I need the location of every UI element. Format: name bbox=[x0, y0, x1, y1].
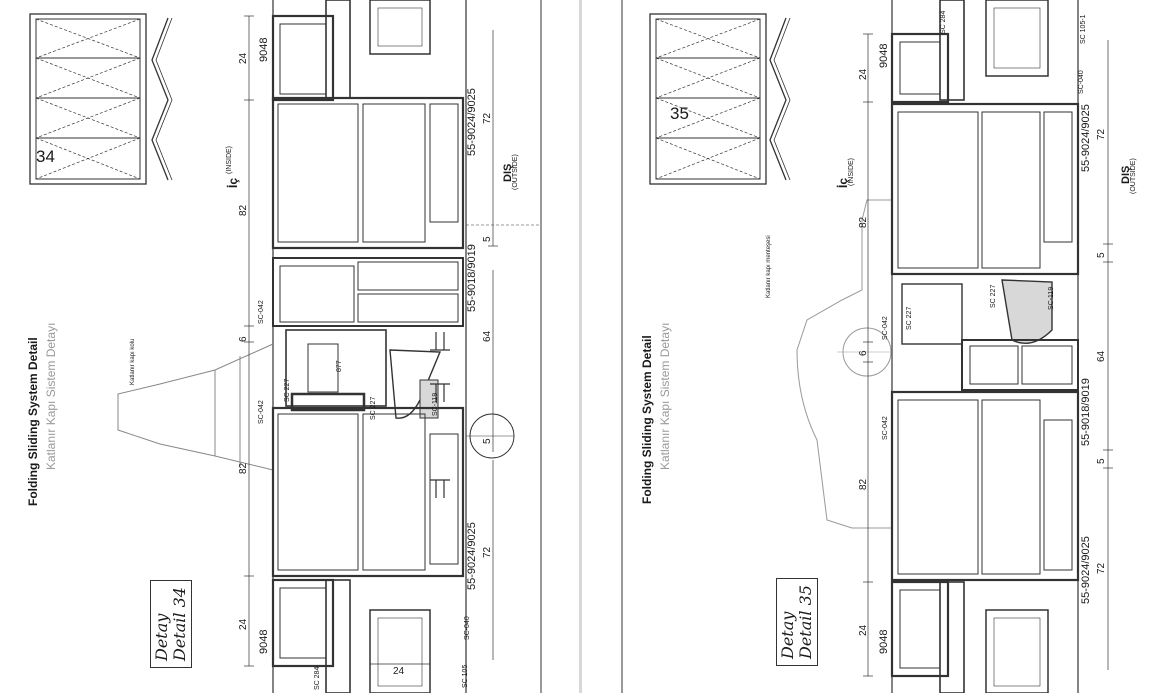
gasket-sc040: SC-040 bbox=[464, 616, 471, 640]
detail-en: Detail 34 bbox=[170, 587, 189, 661]
outside-sub-label: (OUTSIDE) bbox=[1130, 158, 1137, 194]
dim-5-bottom: 5 bbox=[482, 438, 493, 444]
title-english: Folding Sliding System Detail bbox=[640, 335, 654, 504]
thumbnail-number: 34 bbox=[36, 147, 55, 166]
detail-tr: Detay bbox=[778, 611, 797, 659]
dim-24-bottom: 24 bbox=[858, 624, 869, 636]
gasket-sc105: SC 105-1 bbox=[1080, 14, 1087, 44]
gasket-sc105: SC 105 bbox=[462, 664, 469, 688]
gasket-sc227-left: SC 227 bbox=[906, 306, 913, 330]
profile-9018: 55-9018/9019 bbox=[466, 244, 478, 312]
title-english: Folding Sliding System Detail bbox=[26, 337, 40, 506]
title-turkish: Katlanır Kapı Sistem Detayı bbox=[44, 322, 58, 470]
profile-9048-bottom: 9048 bbox=[878, 629, 890, 654]
dim-82-bottom: 82 bbox=[858, 478, 869, 490]
gasket-sc227-right: SC 227 bbox=[370, 396, 377, 420]
drawing-sheet-detail-35: 35 Folding Sliding System Detail Katlanı… bbox=[582, 0, 1158, 693]
dim-72-bottom: 72 bbox=[482, 546, 493, 558]
profile-9018: 55-9018/9019 bbox=[1080, 378, 1092, 446]
profile-9024-bottom: 55-9024/9025 bbox=[466, 522, 478, 590]
handle-label: Katlanır kapı kolu bbox=[130, 338, 136, 385]
gasket-sc119: SC-119 bbox=[1048, 286, 1055, 310]
gasket-sc042-top: SC-042 bbox=[258, 300, 265, 324]
profile-9024-top: 55-9024/9025 bbox=[466, 88, 478, 156]
thumbnail-elevation bbox=[29, 13, 173, 185]
dim-82-bottom: 82 bbox=[238, 462, 249, 474]
title-turkish: Katlanır Kapı Sistem Detayı bbox=[658, 322, 672, 470]
inside-label: İç bbox=[226, 177, 240, 188]
dim-6: 6 bbox=[858, 350, 869, 356]
dim-72-bottom: 72 bbox=[1096, 562, 1107, 574]
drawing-sheet-detail-34: 34 Folding Sliding System Detail Katlanı… bbox=[26, 0, 542, 693]
profile-9048-top: 9048 bbox=[878, 43, 890, 68]
dim-24-top: 24 bbox=[238, 52, 249, 64]
detail-label-box: Detay Detail 35 bbox=[776, 578, 818, 666]
gasket-sc042-top: SC-042 bbox=[882, 316, 889, 340]
profile-9048-top: 9048 bbox=[258, 37, 270, 62]
detail-en: Detail 35 bbox=[796, 585, 815, 659]
thumbnail-number: 35 bbox=[670, 104, 689, 123]
dim-24-bottom: 24 bbox=[238, 618, 249, 630]
gasket-sc284: SC 284 bbox=[314, 666, 321, 690]
dim-5-bottom: 5 bbox=[1096, 458, 1107, 464]
dim-72-top: 72 bbox=[482, 112, 493, 124]
dim-82-top: 82 bbox=[858, 216, 869, 228]
code-877: 877 bbox=[336, 360, 343, 372]
detail-label-box: Detay Detail 34 bbox=[150, 580, 192, 668]
hinge-label: Katlanır kapı menteşesi bbox=[766, 235, 772, 298]
gasket-sc284: SC 284 bbox=[940, 10, 947, 34]
dim-5-top: 5 bbox=[482, 236, 493, 242]
thumbnail-elevation bbox=[649, 13, 791, 185]
dim-82-top: 82 bbox=[238, 204, 249, 216]
detail-tr: Detay bbox=[152, 613, 171, 661]
gasket-sc042-bottom: SC-042 bbox=[882, 416, 889, 440]
dim-5-top: 5 bbox=[1096, 252, 1107, 258]
dim-24-glass: 24 bbox=[393, 666, 405, 677]
outside-sub-label: (OUTSIDE) bbox=[512, 154, 519, 190]
inside-sub-label: (INSIDE) bbox=[848, 158, 855, 186]
dim-64: 64 bbox=[482, 330, 493, 342]
gasket-sc227-left: SC 227 bbox=[284, 378, 291, 402]
dim-6: 6 bbox=[238, 336, 249, 342]
page-gutter bbox=[579, 0, 582, 693]
inside-sub-label: (INSIDE) bbox=[226, 146, 233, 174]
gasket-sc042-bottom: SC-042 bbox=[258, 400, 265, 424]
dim-64: 64 bbox=[1096, 350, 1107, 362]
gasket-sc040: SC-040 bbox=[1078, 70, 1085, 94]
section-drawing-34 bbox=[29, 0, 542, 693]
section-drawing-35 bbox=[621, 0, 1113, 693]
profile-9048-bottom: 9048 bbox=[258, 629, 270, 654]
gasket-sc227-right: SC 227 bbox=[990, 284, 997, 308]
profile-9024-bottom: 55-9024/9025 bbox=[1080, 536, 1092, 604]
gasket-sc119: SC-119 bbox=[432, 392, 439, 416]
dim-24-top: 24 bbox=[858, 68, 869, 80]
profile-9024-top: 55-9024/9025 bbox=[1080, 104, 1092, 172]
dim-72-top: 72 bbox=[1096, 128, 1107, 140]
